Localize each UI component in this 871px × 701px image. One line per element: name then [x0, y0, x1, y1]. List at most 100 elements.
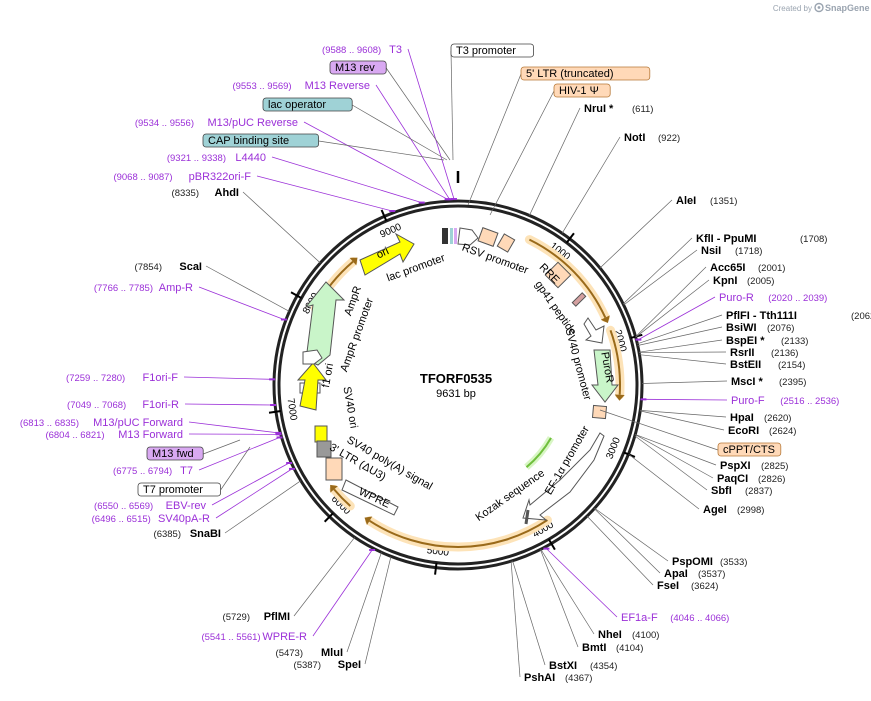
primer-leader	[185, 404, 273, 405]
restriction-site-label[interactable]: BstEII(2154)	[730, 359, 805, 371]
feature-tag-text: M13 fwd	[152, 448, 194, 460]
restriction-site-label[interactable]: NheI(4100)	[598, 629, 659, 641]
site-name: NsiI	[701, 245, 721, 257]
site-leader	[642, 381, 727, 383]
primer-name: M13/pUC Forward	[93, 417, 183, 429]
primer-range: (4046 .. 4066)	[670, 613, 729, 624]
site-position: (3537)	[698, 569, 725, 580]
primer-leader	[638, 297, 715, 340]
primer-leader	[272, 157, 422, 203]
restriction-site-label[interactable]: NruI *(611)	[584, 103, 653, 115]
site-leader	[600, 200, 672, 268]
site-name: ScaI	[179, 261, 202, 273]
restriction-site-label[interactable]: AgeI (2998)	[703, 504, 764, 516]
restriction-site-label[interactable]: ScaI(7854)	[135, 261, 202, 273]
restriction-site-label[interactable]: PaqCI(2826)	[717, 473, 785, 485]
site-position: (4367)	[565, 673, 592, 684]
restriction-site-label[interactable]: HpaI(2620)	[730, 412, 791, 424]
gp41-box	[572, 293, 585, 306]
site-position: (2998)	[737, 505, 764, 516]
restriction-site-label[interactable]: ApaI(3537)	[664, 568, 725, 580]
site-name: HpaI	[730, 412, 754, 424]
site-name: BsiWI	[726, 322, 757, 334]
feature-tag: M13 rev	[330, 61, 386, 74]
site-leader	[513, 561, 545, 665]
restriction-site-label[interactable]: KflI - PpuMI(1708)	[696, 233, 827, 245]
restriction-site-label[interactable]: PspOMI(3533)	[672, 556, 747, 568]
feature-tag-text: T7 promoter	[143, 484, 203, 496]
feature-tag-text: lac operator	[268, 99, 326, 111]
site-leader	[629, 454, 699, 509]
restriction-site-label[interactable]: SbfI(2837)	[711, 485, 772, 497]
restriction-site-label[interactable]: SnaBI (6385)	[154, 528, 221, 540]
restriction-site-label[interactable]: Acc65I(2001)	[710, 262, 785, 274]
primer-range: (9321 .. 9338)	[167, 153, 226, 164]
primer-name: T7	[180, 465, 193, 477]
restriction-site-label[interactable]: RsrII(2136)	[730, 347, 798, 359]
site-leader	[639, 352, 726, 353]
credit-brand[interactable]: SnapGene	[825, 3, 870, 13]
restriction-site-label[interactable]: PflMI(5729)	[223, 611, 290, 623]
site-position: (2154)	[778, 360, 805, 371]
site-position: (2076)	[767, 323, 794, 334]
site-position: (1718)	[735, 246, 762, 257]
site-position: (1351)	[710, 196, 737, 207]
site-name: SbfI	[711, 485, 732, 497]
feature-tag-leader	[203, 440, 240, 454]
primer-range: (6496 .. 6515)	[92, 514, 151, 525]
restriction-site-label[interactable]: PspXI(2825)	[720, 460, 788, 472]
site-name: PspXI	[720, 460, 751, 472]
restriction-site-label[interactable]: AleI(1351)	[676, 195, 737, 207]
site-position: (5729)	[223, 612, 250, 623]
restriction-site-label[interactable]: MscI *(2395)	[731, 376, 806, 388]
site-leader	[225, 481, 301, 533]
site-leader	[639, 355, 726, 364]
tick-mark	[435, 563, 436, 575]
feature-tag: lac operator	[263, 98, 352, 111]
site-leader	[636, 267, 706, 337]
site-leader	[594, 509, 660, 573]
site-position: (4100)	[632, 630, 659, 641]
credit-prefix: Created by	[773, 4, 812, 13]
restriction-site-label[interactable]: NotI(922)	[624, 132, 680, 144]
restriction-site-label[interactable]: BspEI *(2133)	[726, 335, 808, 347]
feature-tag-text: T3 promoter	[456, 45, 516, 57]
restriction-site-label[interactable]: AhdI(8335)	[172, 187, 239, 199]
primer-name: WPRE-R	[262, 631, 307, 643]
feature-tag: CAP binding site	[203, 134, 319, 147]
restriction-site-label[interactable]: PflFI - Tth111I(2062)	[726, 310, 871, 322]
feature-tag-leader	[451, 51, 453, 160]
site-leader	[511, 561, 520, 677]
primer-leader	[257, 176, 392, 211]
plasmid-name: TFORF0535	[420, 371, 492, 386]
restriction-site-label[interactable]: FseI(3624)	[657, 580, 718, 592]
restriction-site-label[interactable]: PshAI(4367)	[524, 672, 592, 684]
restriction-site-label[interactable]: NsiI (1718)	[701, 245, 762, 257]
primer-range: (2516 .. 2536)	[780, 396, 839, 407]
primer-leader	[199, 437, 280, 470]
site-position: (2062)	[851, 311, 871, 322]
restriction-site-label[interactable]: MluI(5473)	[276, 647, 343, 659]
restriction-site-label[interactable]: BstXI(4354)	[549, 660, 617, 672]
feature-tag-text: CAP binding site	[208, 135, 289, 147]
restriction-site-label[interactable]: SpeI(5387)	[294, 659, 361, 671]
feature-tag: cPPT/CTS	[718, 443, 781, 456]
restriction-site-label[interactable]: BsiWI (2076)	[726, 322, 794, 334]
site-name: SnaBI	[190, 528, 221, 540]
site-name: BspEI *	[726, 335, 765, 347]
primer-range: (9534 .. 9556)	[135, 118, 194, 129]
primer-name: F1ori-R	[142, 399, 179, 411]
site-position: (6385)	[154, 529, 181, 540]
restriction-site-label[interactable]: BmtI(4104)	[582, 642, 643, 654]
cppt-box	[593, 405, 607, 418]
restriction-site-label[interactable]: EcoRI(2624)	[728, 425, 796, 437]
site-name: PspOMI	[672, 556, 713, 568]
site-leader	[637, 315, 722, 344]
feature-tag-leader	[352, 105, 447, 160]
restriction-site-label[interactable]: KpnI(2005)	[713, 275, 774, 287]
feature-tag-leader	[319, 141, 444, 160]
primer-name: L4440	[235, 152, 266, 164]
site-name: AgeI	[703, 504, 727, 516]
site-leader	[624, 250, 697, 305]
